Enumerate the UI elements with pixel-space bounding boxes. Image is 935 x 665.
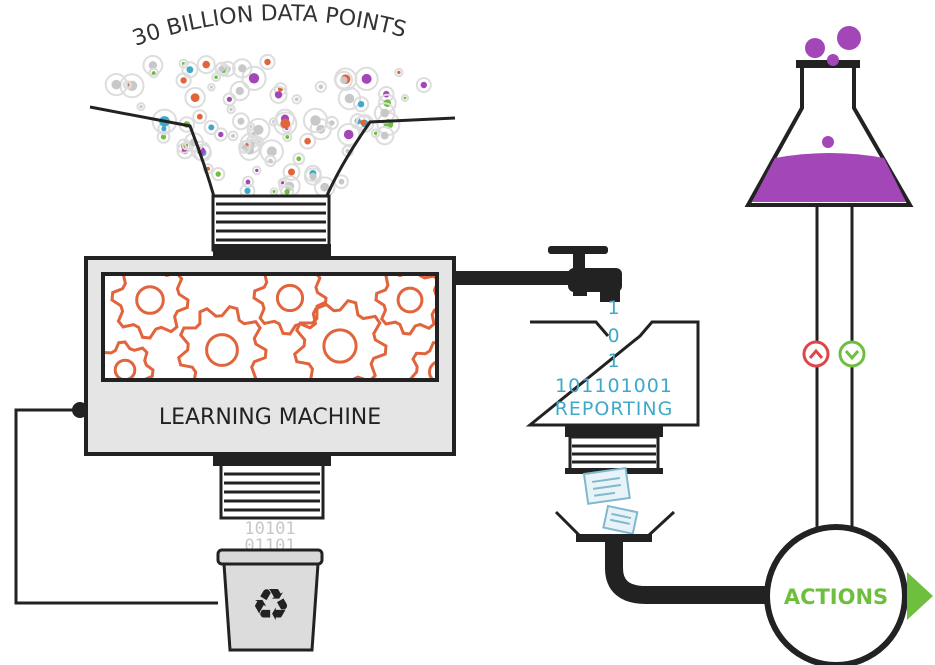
reporting-collar [565, 425, 663, 437]
gear-icon [409, 341, 435, 378]
data-point [370, 128, 381, 139]
data-point [264, 154, 277, 167]
gear-icon [374, 276, 435, 336]
document-icon [582, 467, 639, 535]
data-point [376, 111, 401, 136]
gear-icon [293, 299, 388, 378]
feedback-joint [72, 402, 88, 418]
reporting-hopper-icon [525, 320, 700, 427]
data-point [226, 104, 236, 115]
data-point [211, 72, 222, 83]
data-point [334, 70, 354, 90]
data-point [213, 127, 228, 142]
machine-outlet-neck [219, 462, 325, 520]
data-point [337, 122, 361, 147]
binary-digit-1: 1 [607, 297, 620, 319]
gear-icon [177, 305, 268, 378]
funnel-collar [213, 244, 331, 256]
data-point [246, 117, 271, 142]
data-point [232, 112, 250, 131]
recycle-bin-icon [216, 548, 324, 652]
binary-digit-2: 0 [607, 325, 620, 347]
data-point [227, 130, 239, 142]
gears-icon [105, 276, 435, 378]
binary-sequence: 101101001 [555, 375, 673, 397]
gear-icon [252, 276, 328, 336]
data-point [196, 55, 216, 75]
flask-icon [744, 26, 914, 207]
data-point [181, 61, 199, 79]
data-point [238, 140, 252, 154]
data-point [394, 67, 404, 78]
data-point [214, 61, 229, 77]
data-points-label: 30 BILLION DATA POINTS [129, 1, 408, 52]
machine-outlet-ribs [224, 472, 320, 512]
funnel-icon [89, 105, 456, 252]
data-point [291, 94, 302, 105]
data-point [184, 86, 206, 109]
data-point [211, 167, 226, 182]
pipe-to-faucet [454, 271, 587, 296]
data-point [175, 72, 192, 89]
data-point [222, 92, 237, 107]
data-point [203, 119, 219, 136]
actions-circle-icon [764, 524, 908, 665]
data-point [415, 77, 432, 93]
data-point [251, 165, 262, 176]
chevron-up-icon [802, 340, 830, 368]
data-points-cloud [104, 53, 432, 199]
data-point [259, 53, 276, 71]
data-point [192, 109, 208, 125]
funnel-neck-ribs [216, 202, 326, 242]
data-point [400, 93, 410, 103]
ghost-binary-1: 10101 [244, 519, 295, 539]
data-point [302, 107, 329, 134]
binary-digit-3: 1 [607, 350, 620, 372]
reporting-label: REPORTING [555, 398, 674, 420]
data-point [282, 163, 301, 181]
data-point [269, 85, 288, 104]
data-point [269, 187, 279, 196]
machine-label: LEARNING MACHINE [159, 405, 381, 430]
recycle-glyph: ♻ [251, 580, 290, 631]
data-point [148, 67, 159, 79]
actions-label: ACTIONS [784, 585, 888, 609]
data-point [299, 132, 317, 150]
chevron-down-icon [838, 340, 866, 368]
pipe-to-actions [605, 542, 768, 604]
bowl-base [576, 534, 652, 542]
gear-icon [105, 340, 155, 378]
data-point [375, 125, 395, 146]
gear-icon [110, 276, 190, 340]
feedback-line [14, 408, 218, 605]
data-point [136, 102, 146, 112]
data-point [104, 73, 128, 97]
data-point [354, 66, 379, 92]
faucet-icon [548, 246, 622, 302]
data-point [229, 80, 251, 102]
data-point [353, 96, 370, 113]
data-point [232, 58, 253, 79]
data-point [241, 175, 255, 189]
data-point [207, 82, 216, 92]
data-point [282, 132, 293, 143]
data-point [292, 152, 306, 166]
play-arrow-icon [907, 572, 933, 620]
data-point [314, 80, 327, 93]
data-point [303, 167, 323, 186]
data-point [273, 111, 298, 136]
data-point [337, 86, 362, 111]
reporting-neck-ribs [572, 444, 656, 464]
